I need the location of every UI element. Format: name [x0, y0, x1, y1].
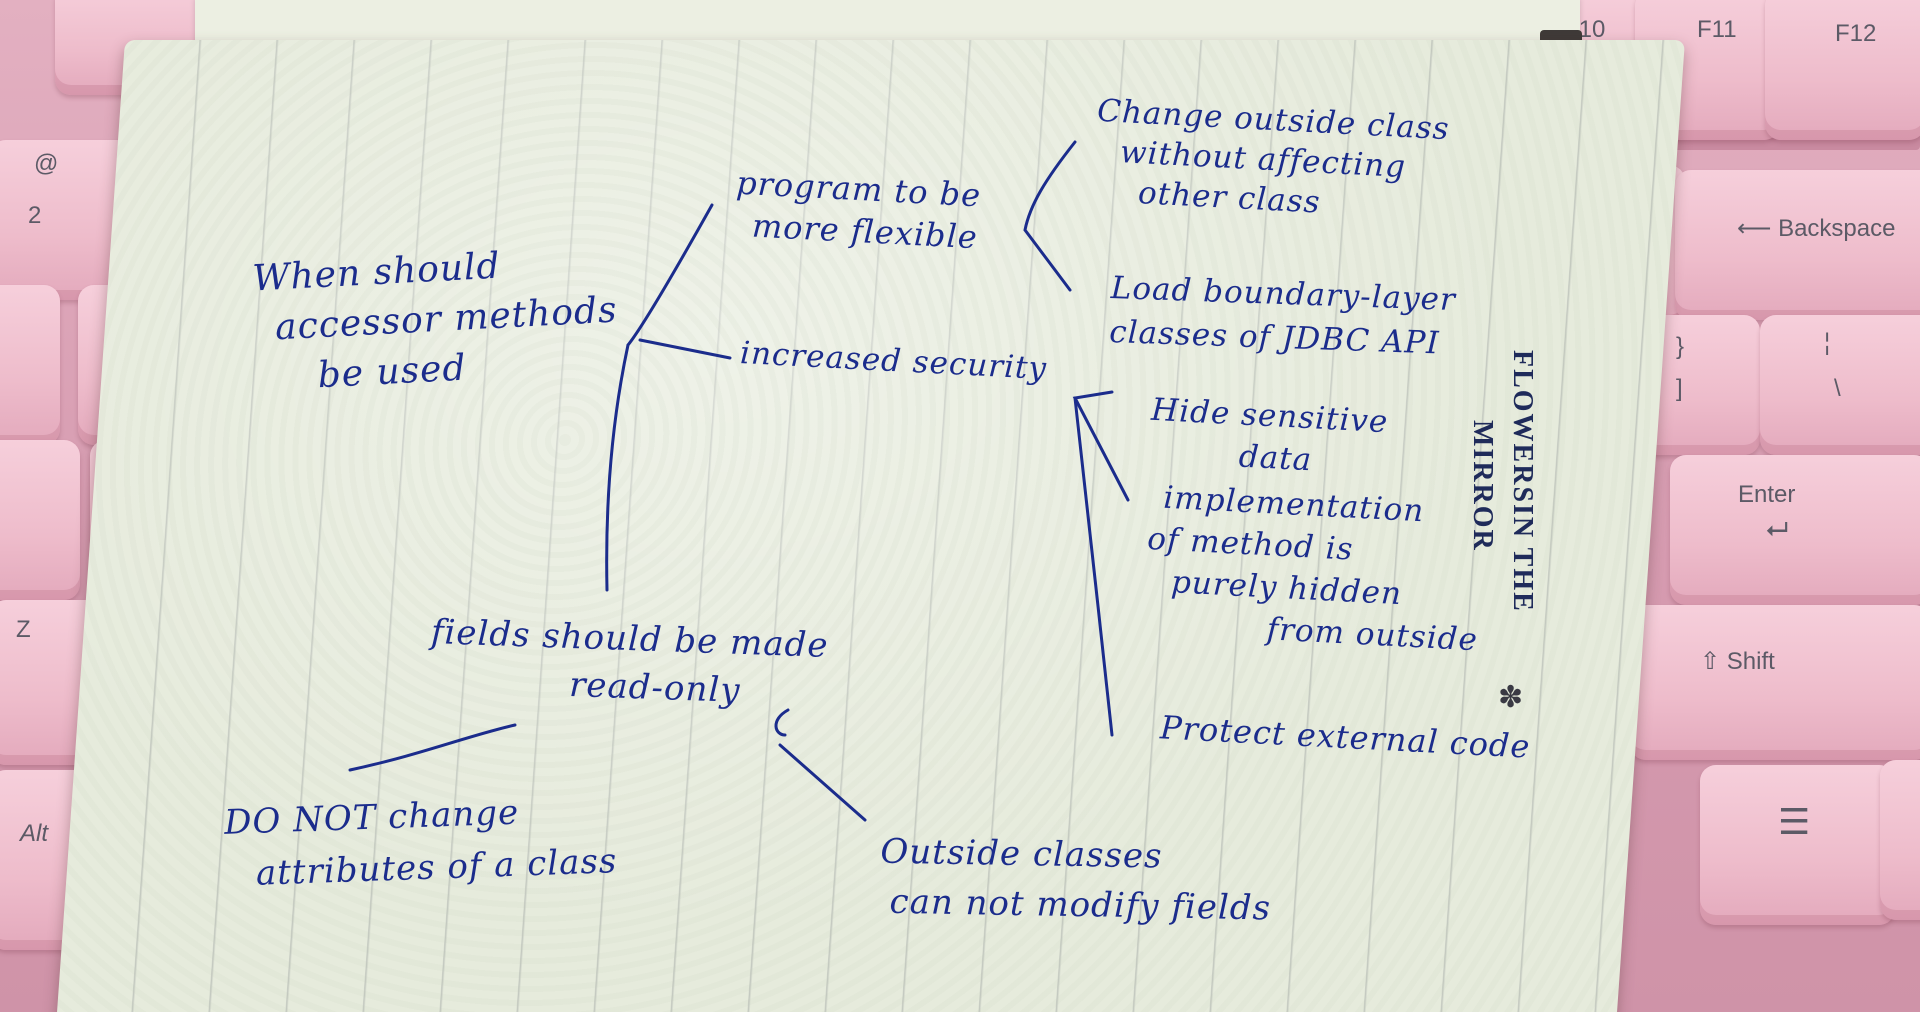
key-alt-label: Alt: [20, 820, 49, 847]
key-enter-arrow-icon: ⮠: [1766, 513, 1789, 544]
key-left-edge-a: [0, 440, 80, 600]
note-donot: DO NOT change attributes of a class: [223, 783, 618, 901]
key-2-label: 2: [28, 202, 42, 229]
key-right-edge-ctrl: [1880, 760, 1920, 920]
key-shift-label: ⇧ Shift: [1700, 648, 1775, 675]
note-readonly-detail-line-1: Outside classes: [880, 831, 1163, 877]
key-close-brace-label: }: [1676, 333, 1685, 360]
note-flex-detail-2: Load boundary-layer classes of JDBC API: [1109, 266, 1457, 366]
note-security-detail-2: implementation of method is purely hidde…: [1146, 477, 1486, 662]
note-security-detail-1-line-2: data: [1237, 438, 1314, 479]
note-flexible: program to be more flexible: [733, 162, 982, 259]
note-security-detail-1: Hide sensitive data: [1148, 389, 1389, 485]
note-readonly-line-2: read-only: [568, 664, 742, 711]
note-readonly-detail: Outside classes can not modify fields: [879, 827, 1272, 934]
key-f11-label: F11: [1697, 16, 1737, 43]
key-close-bracket-label: ]: [1676, 375, 1683, 402]
key-left-edge-q: [0, 285, 60, 445]
key-f12-label: F12: [1835, 20, 1877, 47]
key-menu-icon: ☰: [1778, 801, 1811, 842]
key-z-label: Z: [16, 616, 31, 643]
key-f12: F12: [1765, 0, 1920, 140]
key-shift: ⇧ Shift: [1630, 605, 1920, 760]
note-readonly: fields should be made read-only: [428, 608, 829, 718]
note-main-question: When should accessor methods be used: [251, 236, 621, 405]
key-backslash-label: \: [1834, 375, 1841, 402]
note-readonly-detail-line-2: can not modify fields: [889, 881, 1272, 929]
key-menu: ☰: [1700, 765, 1895, 925]
key-backslash: ¦ \: [1760, 315, 1920, 455]
key-backspace: ⟵ Backspace: [1675, 170, 1920, 320]
key-pipe-label: ¦: [1824, 329, 1831, 356]
flower-doodle-icon: ✽: [1498, 680, 1525, 715]
key-enter-label: Enter: [1738, 481, 1796, 508]
key-at-label: @: [34, 150, 59, 177]
note-flex-detail-1: Change outside class without affecting o…: [1092, 91, 1451, 229]
key-enter: Enter ⮠: [1670, 455, 1920, 605]
key-backspace-label: ⟵ Backspace: [1737, 215, 1896, 242]
